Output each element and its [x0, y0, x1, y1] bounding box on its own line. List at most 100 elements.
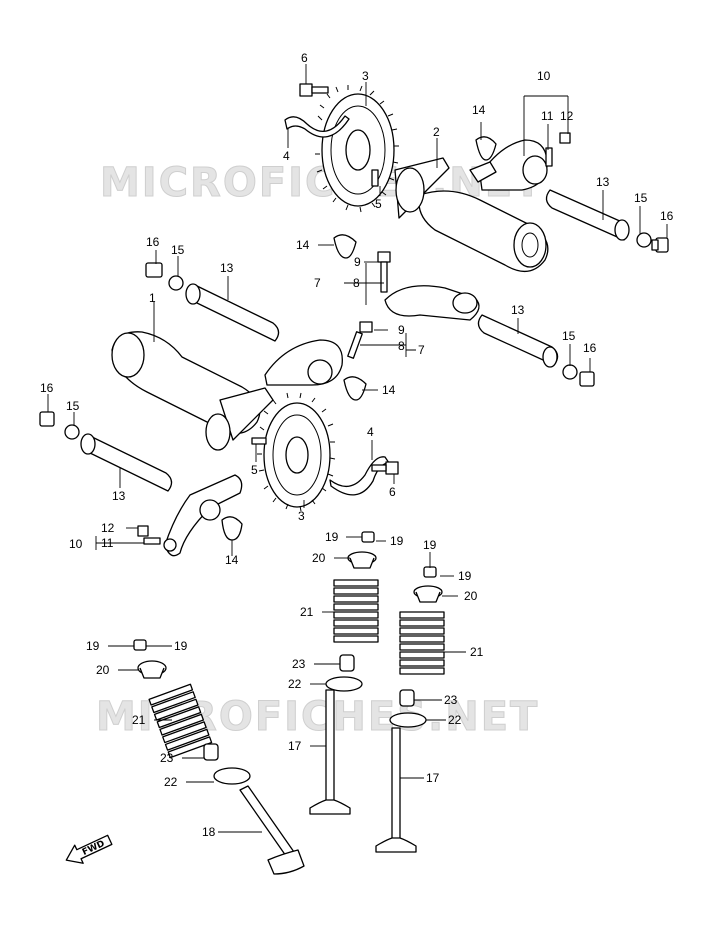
callout-22-c: 22 — [164, 775, 178, 789]
rocker-arm-upper — [469, 139, 548, 191]
callout-6-upper: 6 — [301, 51, 308, 65]
valve-a — [309, 689, 351, 815]
callout-2: 2 — [433, 125, 440, 139]
callout-21-c: 21 — [132, 713, 146, 727]
nut-lower — [137, 525, 149, 537]
callout-10-upper: 10 — [537, 69, 551, 83]
rocker-arm-mid-right — [384, 285, 480, 321]
oring-mid-right — [333, 234, 357, 259]
bolt-lower — [371, 461, 399, 475]
callout-16-mid-left: 16 — [146, 235, 160, 249]
plug-mid-left — [145, 262, 163, 278]
callout-19-d: 19 — [458, 569, 472, 583]
plate-lower — [329, 456, 390, 496]
callout-16-upper: 16 — [660, 209, 674, 223]
callout-19-c: 19 — [423, 538, 437, 552]
callout-14-mid-left: 14 — [382, 383, 396, 397]
callout-1: 1 — [149, 291, 156, 305]
callout-14-lower: 14 — [225, 553, 239, 567]
callout-13-lower-left: 13 — [112, 489, 126, 503]
callout-8-mid-right: 8 — [353, 276, 360, 290]
seat-a — [325, 676, 363, 692]
plug-mid-right — [579, 371, 595, 387]
leader-lines — [47, 64, 668, 833]
callout-19-f: 19 — [174, 639, 188, 653]
callout-4-lower: 4 — [367, 425, 374, 439]
callout-14-mid-right: 14 — [296, 238, 310, 252]
callout-9-mid-left: 9 — [398, 323, 405, 337]
washer-mid-left — [168, 275, 184, 291]
adjust-screw-mid-right — [377, 251, 391, 293]
plug-upper — [651, 237, 669, 253]
fwd-arrow: FWD — [65, 834, 113, 864]
callout-10-lower: 10 — [69, 537, 83, 551]
callout-19-a: 19 — [325, 530, 339, 544]
callout-17-b: 17 — [426, 771, 440, 785]
callout-3-upper: 3 — [362, 69, 369, 83]
seal-b — [399, 689, 415, 707]
callout-7-mid-right: 7 — [314, 276, 321, 290]
oring-upper — [475, 136, 497, 161]
washer-upper — [636, 232, 652, 248]
camshaft-upper — [394, 157, 549, 272]
callout-20-b: 20 — [464, 589, 478, 603]
rocker-arm-lower — [163, 474, 243, 557]
callout-15-mid-right: 15 — [562, 329, 576, 343]
spring-a — [333, 579, 379, 643]
cotter-set-c — [133, 639, 147, 651]
callout-16-lower-left: 16 — [40, 381, 54, 395]
seat-b — [389, 712, 427, 728]
callout-13-mid-right: 13 — [511, 303, 525, 317]
retainer-a — [347, 551, 377, 569]
callout-13-upper: 13 — [596, 175, 610, 189]
screw-lower — [143, 537, 161, 545]
cotter-set-a — [361, 531, 375, 543]
cam-sprocket-lower — [257, 392, 336, 512]
oring-mid-left — [343, 376, 367, 401]
callout-18: 18 — [202, 825, 216, 839]
bolt-upper — [299, 83, 329, 97]
callout-9-mid-right: 9 — [354, 255, 361, 269]
washer-lower-left — [64, 424, 80, 440]
callout-12-lower: 12 — [101, 521, 115, 535]
callout-23-c: 23 — [160, 751, 174, 765]
callout-16-mid-right: 16 — [583, 341, 597, 355]
retainer-c — [137, 660, 167, 679]
callout-15-mid-left: 15 — [171, 243, 185, 257]
camshaft-lower — [111, 331, 274, 451]
rocker-shaft-upper — [545, 189, 630, 241]
seat-c — [213, 767, 251, 785]
pin-upper — [371, 169, 379, 187]
watermark-top: MICROFICHES.NET — [100, 160, 543, 206]
rocker-shaft-mid-right — [477, 314, 559, 368]
rocker-shaft-lower-left — [80, 433, 173, 492]
callout-5-upper: 5 — [375, 197, 382, 211]
callout-22-b: 22 — [448, 713, 462, 727]
callout-11-lower: 11 — [101, 536, 114, 550]
valve-b — [375, 727, 417, 853]
rocker-arm-mid-left — [264, 339, 343, 386]
rocker-shaft-mid-left — [185, 283, 280, 342]
callout-23-a: 23 — [292, 657, 306, 671]
callout-20-a: 20 — [312, 551, 326, 565]
cotter-set-b — [423, 566, 437, 578]
spring-b — [399, 611, 445, 675]
adjust-screw-mid-left — [347, 321, 373, 359]
callout-15-lower-left: 15 — [66, 399, 80, 413]
screw-upper — [545, 147, 553, 167]
callout-19-b: 19 — [390, 534, 404, 548]
callout-3-lower: 3 — [298, 509, 305, 523]
callout-19-e: 19 — [86, 639, 100, 653]
retainer-b — [413, 585, 443, 603]
seal-c — [203, 743, 219, 761]
callout-8-mid-left: 8 — [398, 339, 405, 353]
plate-upper — [284, 115, 350, 138]
washer-mid-right — [562, 364, 578, 380]
callout-14-upper: 14 — [472, 103, 486, 117]
oring-lower — [221, 516, 243, 541]
callout-15-upper: 15 — [634, 191, 648, 205]
callout-11-upper: 11 — [541, 109, 554, 123]
callout-7-mid-left: 7 — [418, 343, 425, 357]
callout-12-upper: 12 — [560, 109, 574, 123]
callout-23-b: 23 — [444, 693, 458, 707]
